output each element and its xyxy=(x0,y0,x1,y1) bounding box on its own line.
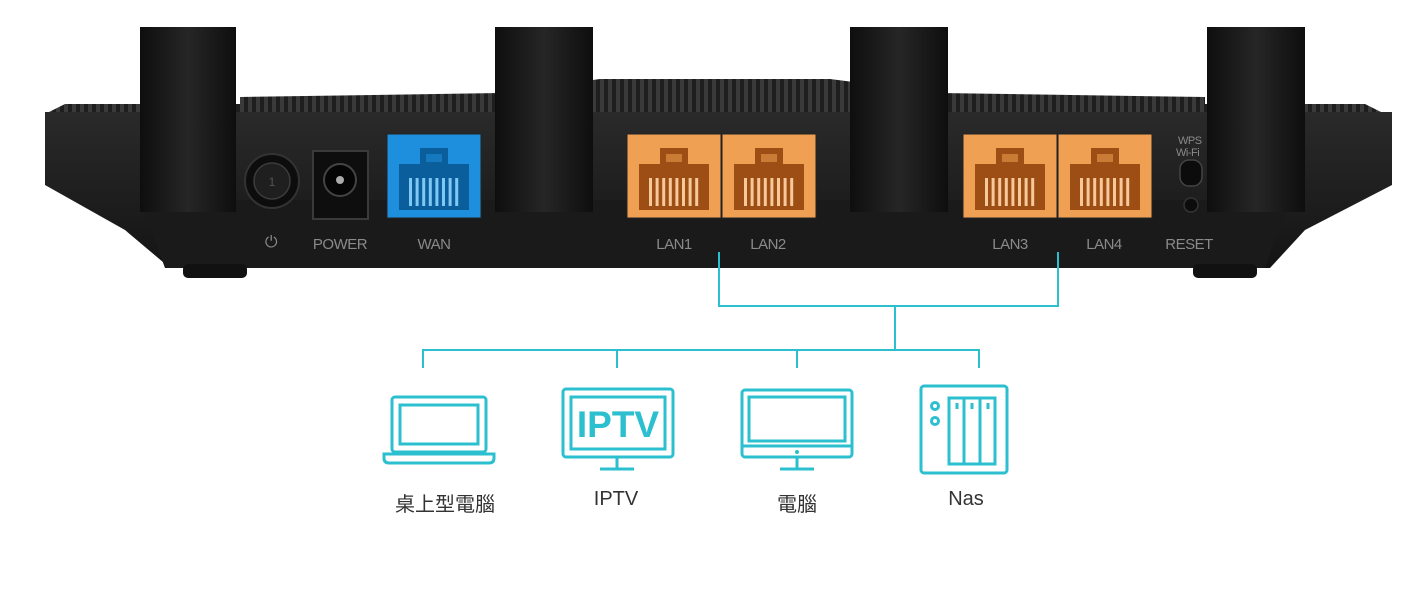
wps-label-line2: Wi-Fi xyxy=(1176,148,1200,159)
ports-group xyxy=(386,133,1153,219)
wan-label: WAN xyxy=(417,236,451,253)
iptv-icon: IPTV xyxy=(561,387,675,471)
power-label: POWER xyxy=(312,236,368,253)
device-label-nas: Nas xyxy=(948,488,984,510)
reset-button[interactable] xyxy=(1183,197,1199,213)
connector-lines xyxy=(422,252,1059,368)
wps-label-line1: WPS xyxy=(1178,135,1202,147)
lan3-label: LAN3 xyxy=(992,236,1028,253)
wps-button[interactable] xyxy=(1179,159,1203,187)
svg-text:1: 1 xyxy=(269,175,276,189)
lan1-port[interactable] xyxy=(626,133,722,219)
power-jack xyxy=(312,150,369,220)
power-symbol-label: ⏻ xyxy=(264,234,278,251)
lan4-label: LAN4 xyxy=(1086,236,1122,253)
wan-port[interactable] xyxy=(386,133,482,219)
nas-icon xyxy=(919,384,1009,475)
monitor-icon xyxy=(740,388,854,471)
power-button[interactable]: 1 xyxy=(244,153,300,209)
device-label-desktop: 桌上型電腦 xyxy=(395,492,495,516)
lan3-port[interactable] xyxy=(962,133,1058,219)
lan4-port[interactable] xyxy=(1057,133,1153,219)
device-label-iptv: IPTV xyxy=(593,488,639,510)
device-label-computer: 電腦 xyxy=(777,492,817,516)
laptop-icon xyxy=(382,395,496,465)
lan1-label: LAN1 xyxy=(656,236,692,253)
iptv-screen-text: IPTV xyxy=(577,404,660,445)
lan2-port[interactable] xyxy=(721,133,817,219)
antennas xyxy=(140,27,1305,212)
reset-label: RESET xyxy=(1165,236,1213,253)
lan2-label: LAN2 xyxy=(750,236,786,253)
